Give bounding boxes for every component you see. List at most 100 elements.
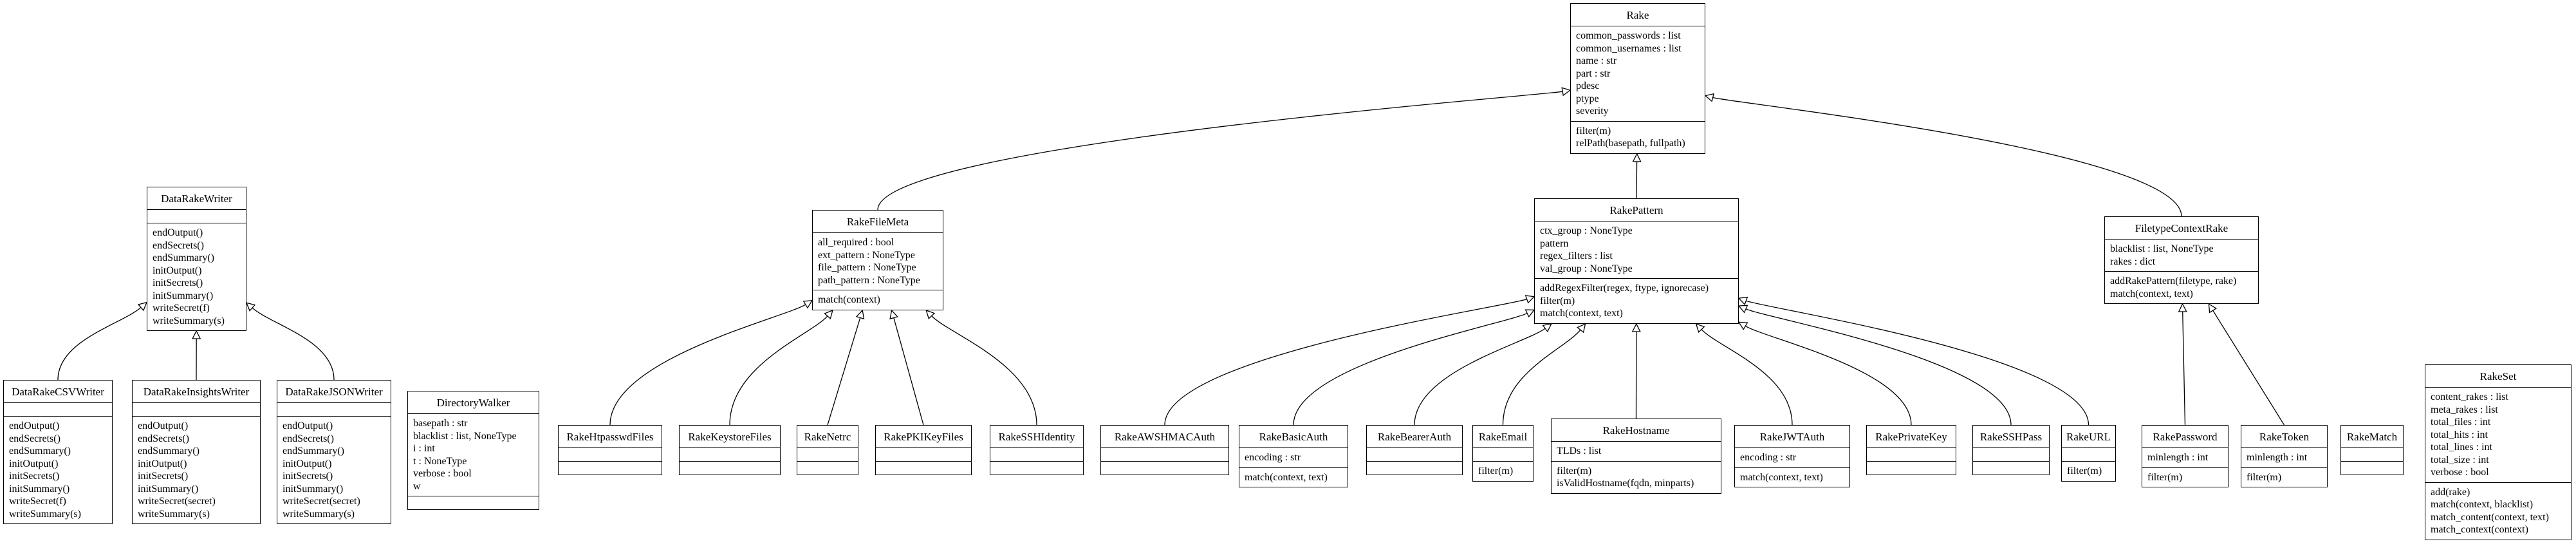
- method: writeSummary(s): [9, 508, 81, 520]
- inheritance-edge: [1745, 308, 2012, 426]
- inheritance-edge: [2182, 311, 2186, 426]
- method: match(context, text): [1540, 308, 1623, 319]
- class-rake-basic-auth: RakeBasicAuth encoding : str match(context…: [1239, 425, 1348, 487]
- method-section: [1101, 461, 1228, 475]
- attribute: encoding : str: [1245, 452, 1301, 463]
- method-section: match(context): [813, 290, 943, 310]
- class-name: RakePassword: [2153, 431, 2218, 443]
- class-name: RakePattern: [1609, 204, 1663, 216]
- method-section: endOutput()endSecrets()endSummary()initO…: [4, 416, 112, 523]
- attribute: total_hits : int: [2431, 429, 2488, 440]
- method: match_context(context): [2431, 524, 2528, 535]
- inheritance-edge: [1712, 97, 2182, 217]
- method: initSecrets(): [283, 471, 333, 482]
- attribute: severity: [1576, 106, 1609, 117]
- attribute: rakes : dict: [2110, 256, 2156, 267]
- method: endOutput(): [283, 420, 333, 431]
- inheritance-arrowhead: [1524, 295, 1535, 304]
- method-section: add(rake)match(context, blacklist)match_…: [2425, 482, 2571, 540]
- method: endOutput(): [9, 420, 60, 431]
- method: filter(m): [2247, 471, 2282, 483]
- method: writeSecret(secret): [283, 496, 360, 507]
- attribute: regex_filters : list: [1540, 250, 1613, 261]
- method: filter(m): [1478, 466, 1514, 476]
- attribute-section: [680, 447, 780, 461]
- attribute-section: [990, 447, 1083, 461]
- class-name: RakePKIKeyFiles: [884, 431, 963, 443]
- inheritance-edge: [1414, 328, 1546, 426]
- attribute: verbose : bool: [413, 468, 472, 479]
- attribute: i : int: [413, 443, 435, 454]
- attribute: file_pattern : NoneType: [818, 262, 916, 273]
- class-rake-netrc: RakeNetrc: [797, 425, 858, 475]
- method: initSummary(): [283, 483, 344, 494]
- method-section: filter(m): [1473, 461, 1533, 481]
- method: initSummary(): [138, 483, 199, 494]
- method-section: filter(m): [2142, 467, 2228, 487]
- method: filter(m): [1576, 125, 1611, 136]
- class-name: RakeMatch: [2346, 431, 2398, 443]
- method: match(context): [818, 294, 880, 305]
- attribute: pattern: [1540, 238, 1569, 249]
- method-section: filter(m): [2241, 467, 2327, 487]
- method: initOutput(): [153, 265, 202, 276]
- inheritance-arrowhead: [1737, 305, 1748, 314]
- method: writeSummary(s): [153, 315, 225, 326]
- class-name: RakeURL: [2066, 431, 2111, 443]
- inheritance-edge: [877, 91, 1563, 211]
- attribute-section: [2341, 447, 2403, 461]
- method: endSecrets(): [283, 433, 334, 444]
- inheritance-edge: [252, 307, 335, 381]
- class-name: RakeHostname: [1602, 424, 1670, 437]
- method-section: [2341, 461, 2403, 475]
- inheritance-arrowhead: [1542, 323, 1552, 333]
- attribute: ctx_group : NoneType: [1540, 225, 1633, 236]
- attribute: basepath : str: [413, 418, 468, 429]
- method-section: match(context, text): [1735, 467, 1849, 487]
- inheritance-edge: [1164, 299, 1527, 426]
- inheritance-arrowhead: [925, 309, 936, 319]
- class-name: DataRakeInsightsWriter: [143, 386, 250, 398]
- attribute-section: [147, 209, 246, 223]
- attribute: content_rakes : list: [2431, 391, 2508, 402]
- method: endSummary(): [9, 446, 71, 457]
- method: match(context, text): [1740, 471, 1823, 483]
- attribute-section: encoding : str: [1239, 447, 1348, 467]
- inheritance-edge: [729, 315, 828, 426]
- method-section: endOutput()endSecrets()endSummary()initO…: [133, 416, 260, 523]
- attribute-section: content_rakes : list meta_rakes : list tot…: [2425, 387, 2571, 482]
- inheritance-edge: [2212, 310, 2285, 426]
- attribute: ptype: [1576, 93, 1599, 104]
- attribute: blacklist : list, NoneType: [2110, 243, 2214, 254]
- class-name: RakeAWSHMACAuth: [1114, 431, 1216, 443]
- inheritance-arrowhead: [2208, 303, 2218, 314]
- method: initOutput(): [283, 458, 332, 469]
- method-section: match(context, text): [1239, 467, 1348, 487]
- attribute: meta_rakes : list: [2431, 404, 2498, 415]
- attribute: blacklist : list, NoneType: [413, 430, 517, 442]
- inheritance-arrowhead: [1632, 153, 1642, 162]
- attribute-section: minlength : int: [2142, 447, 2228, 467]
- inheritance-arrowhead: [855, 309, 865, 320]
- inheritance-edge: [1746, 300, 2090, 426]
- method-section: filter(m)isValidHostname(fqdn, minparts): [1552, 460, 1721, 493]
- class-rake-htpasswd-files: RakeHtpasswdFiles: [558, 425, 662, 475]
- attribute-section: [2062, 447, 2115, 461]
- inheritance-arrowhead: [1577, 323, 1586, 334]
- class-name: Rake: [1626, 9, 1649, 21]
- inheritance-edge: [893, 317, 924, 426]
- class-name: RakeSSHPass: [1979, 431, 2043, 443]
- inheritance-arrowhead: [1631, 323, 1641, 332]
- class-name: RakeKeystoreFiles: [688, 431, 772, 443]
- inheritance-edge: [1701, 329, 1793, 426]
- method: addRegexFilter(regex, ftype, ignorecase): [1540, 283, 1709, 294]
- attribute: pdesc: [1576, 80, 1600, 91]
- class-name: RakeBasicAuth: [1259, 431, 1328, 443]
